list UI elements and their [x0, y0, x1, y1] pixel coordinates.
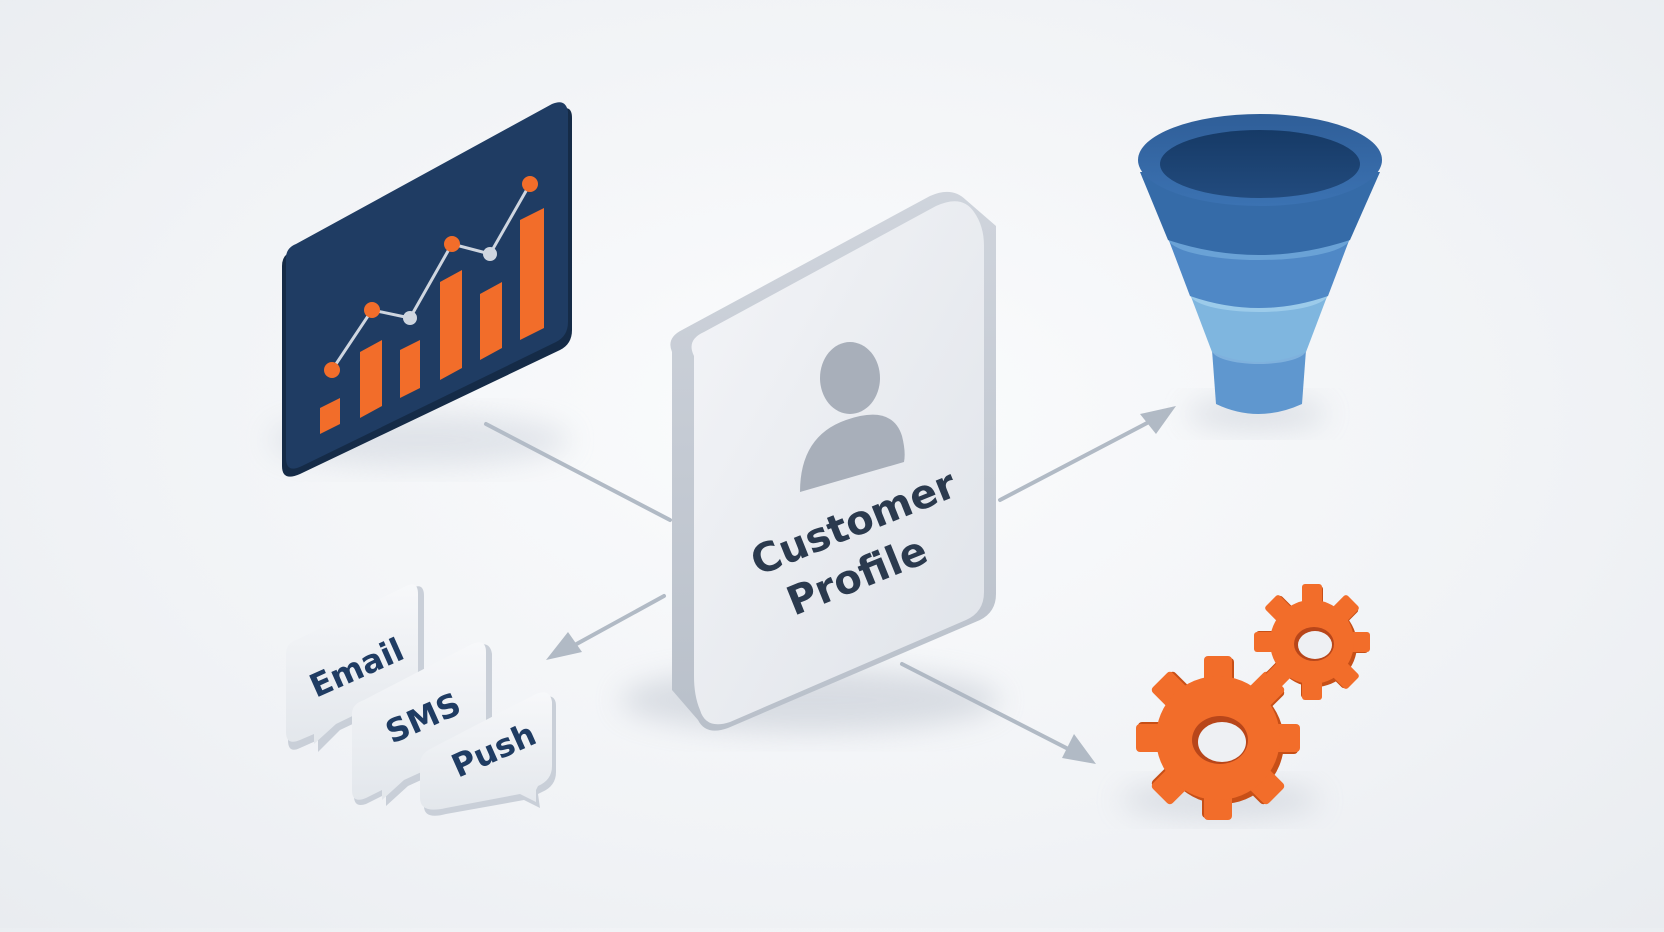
channel-bubble-email: Email: [286, 584, 424, 752]
connector-funnel: [998, 410, 1170, 502]
funnel-icon: [1138, 114, 1382, 430]
customer-profile-card: Customer Profile: [620, 191, 1000, 732]
connector-channels-arrowhead: [546, 632, 582, 660]
analytics-chart-icon: [270, 102, 572, 477]
connector-funnel-arrowhead: [1140, 406, 1176, 434]
channel-bubbles: Email SMS Push: [286, 584, 556, 816]
connector-gears-arrowhead: [1062, 734, 1096, 764]
connector-channels: [560, 594, 666, 654]
gears-icon: [1120, 584, 1370, 820]
person-icon: [800, 342, 905, 492]
